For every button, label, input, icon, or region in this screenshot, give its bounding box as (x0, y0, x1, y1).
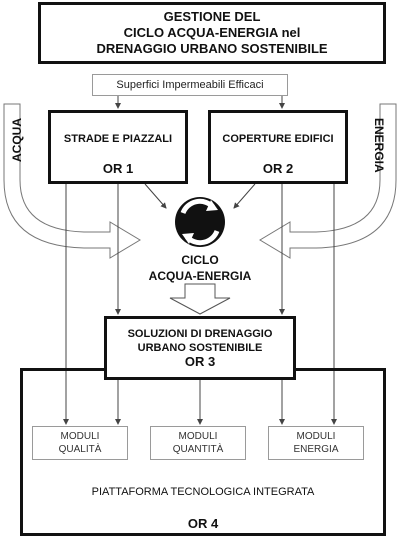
module-qualita-line-2: QUALITÀ (58, 444, 102, 455)
or4-code: OR 4 (187, 516, 219, 531)
module-quantita: MODULI QUANTITÀ (150, 426, 246, 460)
module-quantita-line-1: MODULI (178, 431, 218, 442)
cycle-label-line-2: ACQUA-ENERGIA (148, 269, 252, 283)
cycle-label: CICLO ACQUA-ENERGIA (100, 252, 300, 284)
cycle-to-or3-arrow (169, 283, 231, 315)
title-line-1: GESTIONE DEL (163, 9, 261, 24)
module-energia-line-1: MODULI (296, 431, 336, 442)
energia-label: ENERGIA (372, 118, 386, 173)
or1-code: OR 1 (102, 161, 134, 176)
module-energia-line-2: ENERGIA (293, 444, 339, 455)
acqua-flow-arrow (3, 103, 141, 259)
or3-code: OR 3 (184, 354, 216, 369)
or1-to-cycle-arrow (144, 183, 167, 209)
module-qualita-line-1: MODULI (60, 431, 100, 442)
energia-flow-arrow (259, 103, 397, 259)
diagram-title: GESTIONE DEL CICLO ACQUA-ENERGIA nel DRE… (38, 2, 386, 64)
module-energia: MODULI ENERGIA (268, 426, 364, 460)
acqua-label: ACQUA (10, 118, 24, 162)
or3-box: SOLUZIONI DI DRENAGGIO URBANO SOSTENIBIL… (104, 316, 296, 380)
platform-label: PIATTAFORMA TECNOLOGICA INTEGRATA (91, 486, 315, 498)
module-quantita-line-2: QUANTITÀ (172, 444, 224, 455)
or3-line-1: SOLUZIONI DI DRENAGGIO (127, 328, 273, 340)
or2-code: OR 2 (262, 161, 294, 176)
module-qualita: MODULI QUALITÀ (32, 426, 128, 460)
title-line-3: DRENAGGIO URBANO SOSTENIBILE (96, 41, 328, 56)
title-line-2: CICLO ACQUA-ENERGIA nel (123, 25, 301, 40)
superfici-box: Superfici Impermeabili Efficaci (92, 74, 288, 96)
or1-box: STRADE E PIAZZALI OR 1 (48, 110, 188, 184)
or1-name: STRADE E PIAZZALI (63, 133, 173, 145)
or3-line-2: URBANO SOSTENIBILE (137, 342, 263, 354)
cycle-label-line-1: CICLO (181, 253, 219, 267)
or2-name: COPERTURE EDIFICI (222, 133, 334, 145)
or2-box: COPERTURE EDIFICI OR 2 (208, 110, 348, 184)
cycle-icon (175, 197, 225, 247)
or2-to-cycle-arrow (233, 183, 256, 209)
